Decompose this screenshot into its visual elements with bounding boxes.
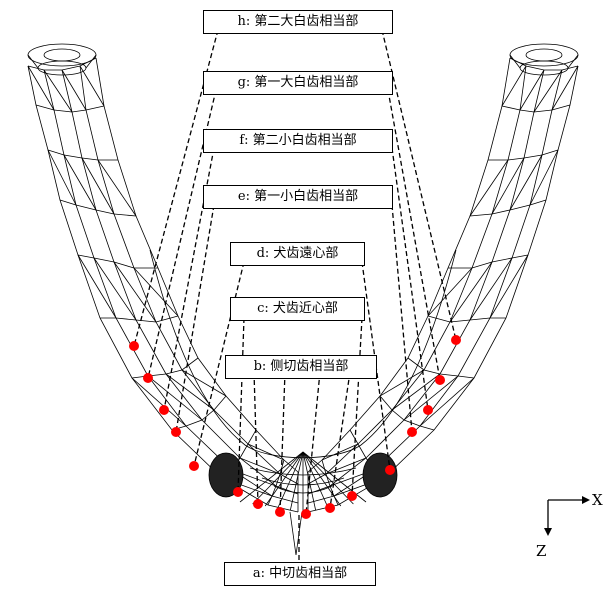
wire-diag-right — [470, 258, 512, 320]
condyle-neck-left — [38, 61, 86, 75]
label-d: d: 犬齿遠心部 — [230, 242, 365, 266]
label-c: c: 犬齿近心部 — [230, 297, 365, 321]
wire-diag-left — [94, 258, 136, 320]
wire-rung-right-2 — [488, 150, 558, 160]
wire-diag-left — [48, 150, 76, 205]
condyle-edge-right — [510, 55, 520, 68]
landmark-marker-7 — [275, 507, 285, 517]
landmark-marker-3 — [171, 427, 181, 437]
label-a: a: 中切齿相当部 — [224, 562, 376, 586]
landmark-marker-4 — [189, 461, 199, 471]
wire-diag-right — [510, 155, 542, 210]
condyle-head-left — [28, 44, 96, 66]
landmark-marker-14 — [435, 375, 445, 385]
landmark-marker-0 — [129, 341, 139, 351]
landmark-marker-9 — [325, 503, 335, 513]
label-e: e: 第一小白齿相当部 — [203, 185, 393, 209]
wire-diag-right — [552, 66, 578, 110]
condyle-inner-right — [526, 49, 562, 61]
landmark-marker-1 — [143, 373, 153, 383]
wire-rung-right-5 — [428, 316, 506, 322]
wire-diag-left — [44, 70, 72, 112]
wire-rung-right-4 — [448, 255, 528, 268]
wire-rung-left-4 — [78, 255, 158, 268]
wire-diag-left — [98, 160, 136, 216]
label-b: b: 侧切齿相当部 — [225, 355, 377, 379]
wire-diag-left — [148, 376, 202, 420]
leader-line-1 — [382, 30, 456, 340]
label-f: f: 第二小白齿相当部 — [203, 129, 393, 153]
z-axis-label: Z — [536, 542, 546, 560]
condyle-head-right — [510, 44, 578, 66]
wire-diag-right — [326, 458, 366, 474]
wire-diag-right — [534, 70, 562, 112]
wire-diag-left — [248, 444, 284, 460]
wire-rung-left-6 — [132, 358, 198, 378]
landmark-marker-10 — [347, 491, 357, 501]
landmark-marker-12 — [407, 427, 417, 437]
label-h: h: 第二大白齿相当部 — [203, 10, 393, 34]
chin-point — [290, 512, 302, 555]
condyle-edge-left — [86, 55, 96, 68]
leader-line-5 — [392, 148, 428, 410]
wire-diag-right — [530, 150, 558, 205]
landmark-marker-6 — [253, 499, 263, 509]
wire-diag-left — [28, 66, 54, 110]
wire-diag-right — [520, 70, 544, 110]
wire-rung-left-5 — [100, 316, 178, 322]
condyle-inner-left — [44, 49, 80, 61]
landmark-marker-8 — [301, 509, 311, 519]
symphysis-mesh-line — [303, 452, 353, 504]
leader-line-6 — [176, 205, 214, 432]
label-g: g: 第一大白齿相当部 — [203, 71, 393, 95]
wire-rung-left-2 — [48, 150, 118, 160]
landmark-marker-11 — [385, 465, 395, 475]
landmark-marker-5 — [233, 487, 243, 497]
wire-rung-right-6 — [408, 358, 474, 378]
wire-diag-right — [428, 268, 472, 316]
wire-diag-right — [380, 370, 424, 396]
wire-diag-left — [240, 458, 280, 474]
x-axis-arrowhead — [582, 496, 590, 504]
wire-rung-right-3 — [470, 200, 546, 216]
condyle-neck-right — [520, 61, 568, 75]
landmark-marker-2 — [159, 405, 169, 415]
wire-diag-right — [492, 158, 524, 214]
wire-diag-right — [470, 160, 508, 216]
leader-line-11 — [352, 318, 362, 496]
z-axis-arrowhead — [544, 528, 552, 536]
wire-diag-left — [182, 370, 226, 396]
wire-diag-left — [64, 155, 96, 210]
wire-rung-left-7 — [172, 396, 226, 430]
wire-diag-left — [134, 268, 178, 316]
symphysis-mesh-line — [253, 452, 303, 504]
wire-diag-left — [82, 158, 114, 214]
leader-line-3 — [388, 90, 440, 380]
landmark-marker-13 — [423, 405, 433, 415]
wire-rung-left-3 — [60, 200, 136, 216]
leader-line-15 — [306, 372, 320, 514]
leader-line-14 — [280, 372, 285, 512]
canine-socket-right — [363, 453, 397, 497]
landmark-marker-15 — [451, 335, 461, 345]
x-axis-label: X — [592, 491, 603, 509]
wire-diag-right — [322, 444, 358, 460]
leader-line-12 — [254, 372, 258, 504]
wire-diag-left — [62, 70, 86, 110]
